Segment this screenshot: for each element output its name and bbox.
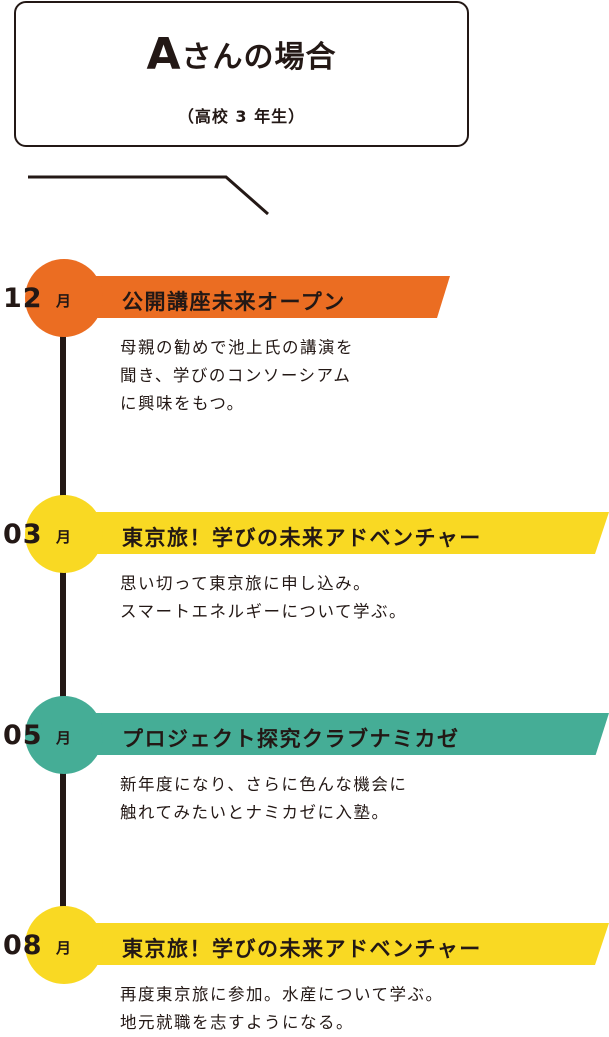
profile-subtitle: （高校 3 年生） — [177, 107, 306, 126]
event-month: 08 — [3, 930, 43, 961]
event-description: 母親の勧めで池上氏の講演を 聞き、学びのコンソーシアム に興味をもつ。 — [120, 338, 354, 413]
event-month: 05 — [3, 720, 43, 751]
month-marker-circle — [25, 696, 103, 774]
event-description: 新年度になり、さらに色んな機会に 触れてみたいとナミカゼに入塾。 — [120, 775, 408, 822]
event-title: 公開講座未来オープン — [122, 290, 346, 314]
event-title: プロジェクト探究クラブナミカゼ — [122, 727, 460, 751]
event-month-unit: 月 — [56, 528, 72, 546]
profile-title-rest: さんの場合 — [181, 40, 337, 75]
event-month-unit: 月 — [56, 729, 72, 747]
event-banner — [95, 276, 450, 318]
month-marker-circle — [25, 906, 103, 984]
profile-title: Aさんの場合 — [16, 29, 467, 80]
speech-pointer-icon — [28, 175, 269, 216]
event-month-unit: 月 — [56, 292, 72, 310]
event-banner — [95, 713, 609, 755]
event-banner — [95, 923, 609, 965]
event-description: 再度東京旅に参加。水産について学ぶ。 地元就職を志すようになる。 — [120, 985, 444, 1032]
event-description: 思い切って東京旅に申し込み。 スマートエネルギーについて学ぶ。 — [120, 574, 408, 621]
event-month: 12 — [3, 283, 43, 314]
timeline-line — [60, 300, 66, 940]
event-title: 東京旅！学びの未来アドベンチャー — [122, 937, 482, 961]
profile-header-box: Aさんの場合 （高校 3 年生） — [14, 1, 469, 147]
month-marker-circle — [25, 495, 103, 573]
event-month-unit: 月 — [56, 939, 72, 957]
profile-title-letter: A — [146, 29, 182, 80]
event-month: 03 — [3, 519, 43, 550]
event-banner — [95, 512, 609, 554]
event-title: 東京旅！学びの未来アドベンチャー — [122, 526, 482, 550]
month-marker-circle — [25, 259, 103, 337]
